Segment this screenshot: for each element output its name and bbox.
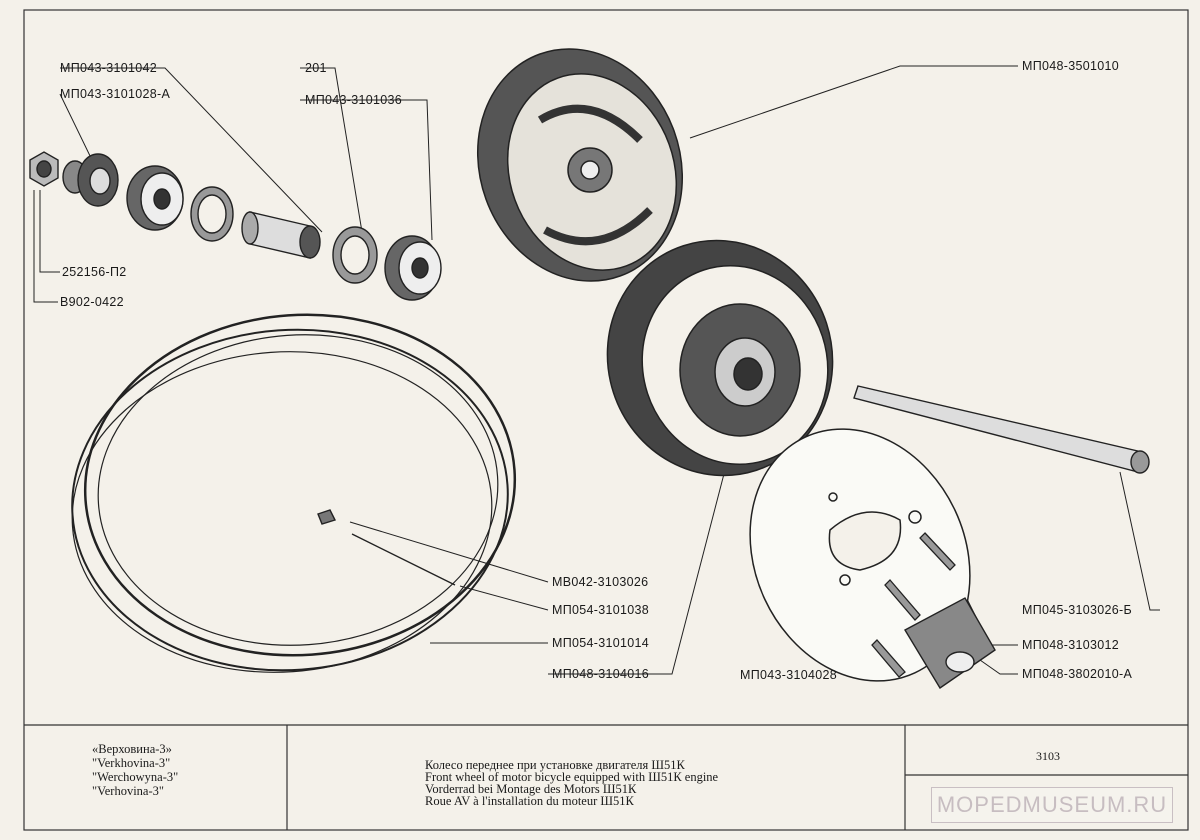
- callout-label: 201: [305, 61, 327, 75]
- model-name: "Verkhovina-3": [92, 756, 171, 770]
- drawing-title: Vorderrad bei Montage des Motors Ш51К: [425, 782, 637, 796]
- model-name: «Верховина-3»: [92, 742, 172, 756]
- brake-cam-lever: [904, 597, 996, 689]
- callout-label: МП054-3101038: [552, 603, 649, 617]
- model-name: "Werchowyna-3": [92, 770, 179, 784]
- wheel-hub: [606, 239, 834, 477]
- drawing-title: Колесо переднее при установке двигателя …: [425, 758, 685, 772]
- callout-label: МП045-3103026-Б: [1022, 603, 1132, 617]
- model-name: "Verhovina-3": [92, 784, 164, 798]
- callout-label: МП048-3501010: [1022, 59, 1119, 73]
- axle: [853, 385, 1150, 474]
- ball-bearing-2: [384, 235, 442, 301]
- title-block-frame: [24, 724, 1188, 830]
- callout-label: 252156-П2: [62, 265, 127, 279]
- watermark: MOPEDMUSEUM.RU: [931, 787, 1173, 823]
- callout-label: МП054-3101014: [552, 636, 649, 650]
- drawing-title: Roue AV à l'installation du moteur Ш51К: [425, 794, 634, 808]
- callout-label: В902-0422: [60, 295, 124, 309]
- callout-label: МП048-3104016: [552, 667, 649, 681]
- drawing-title: Front wheel of motor bicycle equipped wi…: [425, 770, 719, 784]
- ball-bearing-1: [126, 165, 184, 231]
- callout-label: МП043-3101028-А: [60, 87, 171, 101]
- callout-label: МП048-3103012: [1022, 638, 1119, 652]
- nut-part: [29, 151, 59, 187]
- spacer-tube: [241, 211, 321, 259]
- cone-part: [62, 153, 119, 207]
- callout-label: МП043-3101042: [60, 61, 157, 75]
- callout-label: МП043-3101036: [305, 93, 402, 107]
- leader-lines: [33, 65, 1160, 676]
- sheet-number: 3103: [1036, 749, 1060, 763]
- spoke-and-nipple: [317, 509, 456, 586]
- callout-label: МВ042-3103026: [552, 575, 649, 589]
- callout-label: МП043-3104028: [740, 668, 837, 682]
- sheet-frame: [23, 9, 1189, 831]
- seal-ring-1: [190, 186, 234, 242]
- wheel-rim: [71, 313, 517, 673]
- callout-label: МП048-3802010-А: [1022, 667, 1133, 681]
- screws: [871, 532, 956, 678]
- brake-drum-assembly: [476, 48, 684, 282]
- seal-ring-2: [332, 226, 378, 284]
